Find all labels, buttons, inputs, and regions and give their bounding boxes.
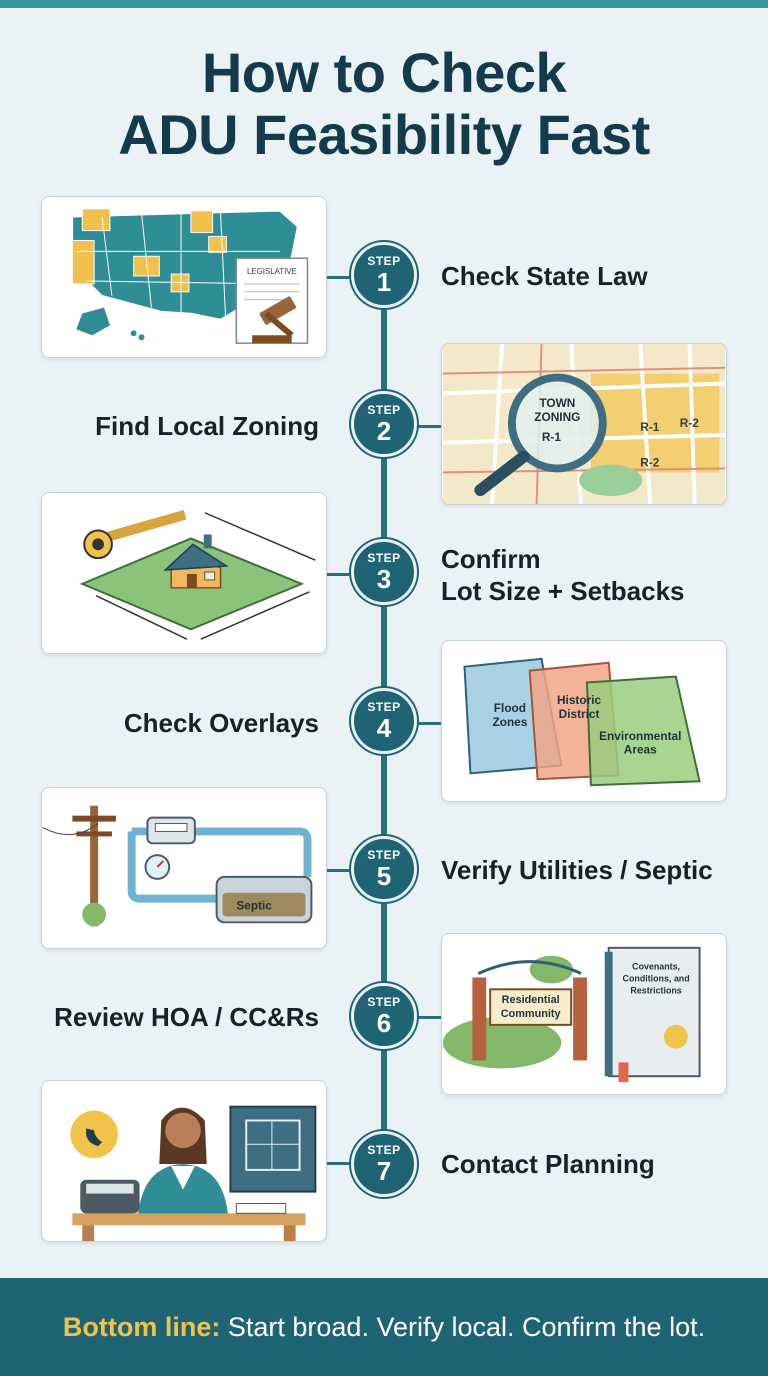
svg-text:Areas: Areas — [624, 743, 657, 757]
planning-office-illustration — [70, 1105, 317, 1241]
svg-text:Conditions, and: Conditions, and — [623, 973, 690, 983]
step-5-text: Verify Utilities / Septic — [441, 855, 713, 885]
svg-text:R-2: R-2 — [640, 455, 659, 469]
card-lot-setbacks — [41, 492, 327, 654]
connector-4 — [415, 722, 441, 725]
utilities-illustration: Septic — [42, 805, 313, 927]
svg-text:Covenants,: Covenants, — [632, 962, 680, 972]
svg-text:Restrictions: Restrictions — [630, 985, 681, 995]
svg-text:Community: Community — [501, 1008, 561, 1020]
card-hoa: Residential Community Covenants, Conditi… — [441, 933, 727, 1095]
connector-5 — [327, 869, 353, 872]
svg-text:Flood: Flood — [494, 701, 526, 715]
step-3-badge: STEP 3 — [351, 539, 417, 605]
step-1-badge: STEP 1 — [351, 242, 417, 308]
step-1-text: Check State Law — [441, 261, 648, 291]
svg-text:R-1: R-1 — [640, 420, 659, 434]
step-7-text: Contact Planning — [441, 1149, 655, 1179]
card-utilities: Septic — [41, 787, 327, 949]
connector-7 — [327, 1162, 353, 1165]
zoning-map-illustration: R-1 R-2 R-2 TOWN ZONING R-1 — [442, 344, 726, 504]
step-2-text: Find Local Zoning — [95, 411, 319, 441]
step-6-badge: STEP 6 — [351, 983, 417, 1049]
svg-text:TOWN: TOWN — [539, 396, 575, 410]
card-overlays: Flood Zones Historic District Environmen… — [441, 640, 727, 802]
svg-text:Zones: Zones — [492, 715, 527, 729]
svg-text:R-1: R-1 — [542, 430, 561, 444]
card-state-law: LEGISLATIVE — [41, 196, 327, 358]
page-title: How to Check ADU Feasibility Fast — [0, 42, 768, 166]
step-4-badge: STEP 4 — [351, 688, 417, 754]
bottom-line-text: Start broad. Verify local. Confirm the l… — [220, 1312, 706, 1342]
card-local-zoning: R-1 R-2 R-2 TOWN ZONING R-1 — [441, 343, 727, 505]
svg-text:Historic: Historic — [557, 693, 602, 707]
svg-text:LEGISLATIVE: LEGISLATIVE — [247, 267, 297, 276]
hoa-illustration: Residential Community Covenants, Conditi… — [442, 946, 701, 1083]
title-line-1: How to Check — [201, 41, 567, 104]
bottom-line-banner: Bottom line: Start broad. Verify local. … — [0, 1278, 768, 1376]
us-map-illustration: LEGISLATIVE — [71, 208, 309, 344]
connector-1 — [327, 276, 353, 279]
svg-text:Septic: Septic — [236, 898, 272, 912]
step-7-badge: STEP 7 — [351, 1131, 417, 1197]
svg-text:ZONING: ZONING — [534, 410, 580, 424]
connector-2 — [415, 425, 441, 428]
svg-text:R-2: R-2 — [680, 416, 699, 430]
svg-text:Environmental: Environmental — [599, 729, 681, 743]
top-accent-bar — [0, 0, 768, 8]
bottom-line-label: Bottom line: — [62, 1312, 221, 1342]
step-3-text: Confirm Lot Size + Setbacks — [441, 544, 685, 606]
overlay-maps-illustration: Flood Zones Historic District Environmen… — [463, 657, 701, 787]
svg-text:District: District — [559, 707, 600, 721]
step-2-badge: STEP 2 — [351, 391, 417, 457]
step-5-badge: STEP 5 — [351, 836, 417, 902]
step-4-text: Check Overlays — [123, 708, 319, 738]
connector-3 — [327, 573, 353, 576]
card-planning — [41, 1080, 327, 1242]
svg-text:Residential: Residential — [502, 994, 560, 1006]
step-6-text: Review HOA / CC&Rs — [54, 1002, 319, 1032]
connector-6 — [415, 1016, 441, 1019]
title-line-2: ADU Feasibility Fast — [118, 103, 650, 166]
lot-illustration — [79, 509, 316, 640]
